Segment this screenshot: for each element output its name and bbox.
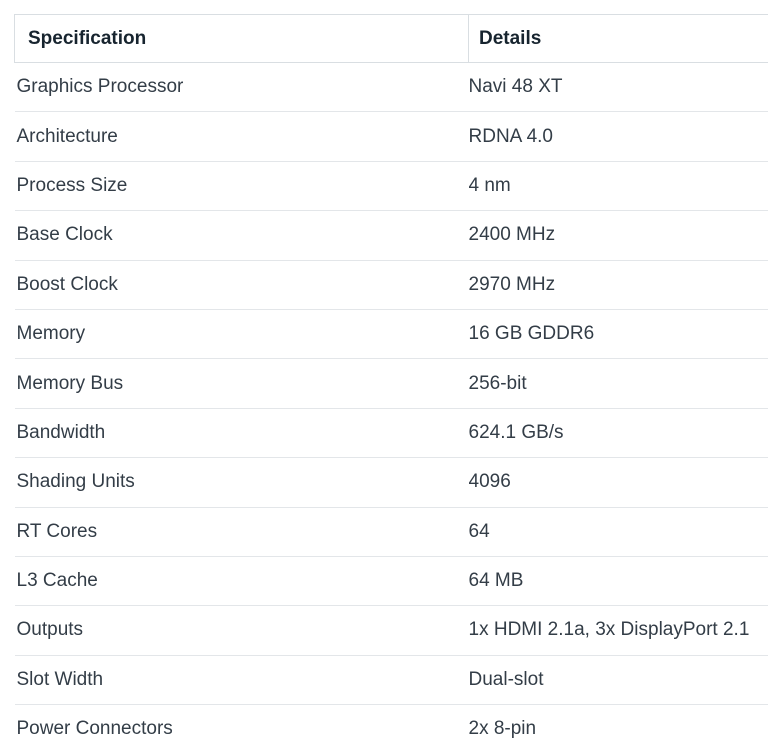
spec-cell: Power Connectors xyxy=(15,705,469,753)
table-row: Boost Clock 2970 MHz xyxy=(15,260,768,309)
details-cell: RDNA 4.0 xyxy=(469,112,768,161)
table-row: Base Clock 2400 MHz xyxy=(15,211,768,260)
table-row: Memory Bus 256-bit xyxy=(15,359,768,408)
details-cell: 256-bit xyxy=(469,359,768,408)
details-cell: 64 MB xyxy=(469,556,768,605)
spec-cell: Process Size xyxy=(15,161,469,210)
details-cell: 624.1 GB/s xyxy=(469,408,768,457)
details-cell: 2970 MHz xyxy=(469,260,768,309)
column-header-details: Details xyxy=(469,15,768,63)
table-row: Bandwidth 624.1 GB/s xyxy=(15,408,768,457)
spec-cell: Bandwidth xyxy=(15,408,469,457)
table-row: Outputs 1x HDMI 2.1a, 3x DisplayPort 2.1 xyxy=(15,606,768,655)
spec-cell: RT Cores xyxy=(15,507,469,556)
table-row: Process Size 4 nm xyxy=(15,161,768,210)
table-body: Graphics Processor Navi 48 XT Architectu… xyxy=(15,63,768,753)
details-cell: 1x HDMI 2.1a, 3x DisplayPort 2.1 xyxy=(469,606,768,655)
table-row: Graphics Processor Navi 48 XT xyxy=(15,63,768,112)
table-row: Power Connectors 2x 8-pin xyxy=(15,705,768,753)
details-cell: 4096 xyxy=(469,458,768,507)
spec-cell: Outputs xyxy=(15,606,469,655)
gpu-spec-table: Specification Details Graphics Processor… xyxy=(14,14,768,753)
details-cell: 16 GB GDDR6 xyxy=(469,309,768,358)
table-row: Shading Units 4096 xyxy=(15,458,768,507)
spec-cell: Slot Width xyxy=(15,655,469,704)
details-cell: Navi 48 XT xyxy=(469,63,768,112)
details-cell: 2x 8-pin xyxy=(469,705,768,753)
spec-cell: Shading Units xyxy=(15,458,469,507)
header-row: Specification Details xyxy=(15,15,768,63)
spec-cell: Memory xyxy=(15,309,469,358)
table-header: Specification Details xyxy=(15,15,768,63)
spec-cell: L3 Cache xyxy=(15,556,469,605)
spec-cell: Base Clock xyxy=(15,211,469,260)
details-cell: 4 nm xyxy=(469,161,768,210)
table-row: Architecture RDNA 4.0 xyxy=(15,112,768,161)
spec-cell: Graphics Processor xyxy=(15,63,469,112)
spec-cell: Memory Bus xyxy=(15,359,469,408)
table-row: RT Cores 64 xyxy=(15,507,768,556)
spec-table-container: Specification Details Graphics Processor… xyxy=(14,14,768,753)
spec-cell: Architecture xyxy=(15,112,469,161)
table-row: L3 Cache 64 MB xyxy=(15,556,768,605)
details-cell: Dual-slot xyxy=(469,655,768,704)
details-cell: 2400 MHz xyxy=(469,211,768,260)
details-cell: 64 xyxy=(469,507,768,556)
table-row: Memory 16 GB GDDR6 xyxy=(15,309,768,358)
spec-cell: Boost Clock xyxy=(15,260,469,309)
table-row: Slot Width Dual-slot xyxy=(15,655,768,704)
column-header-specification: Specification xyxy=(15,15,469,63)
